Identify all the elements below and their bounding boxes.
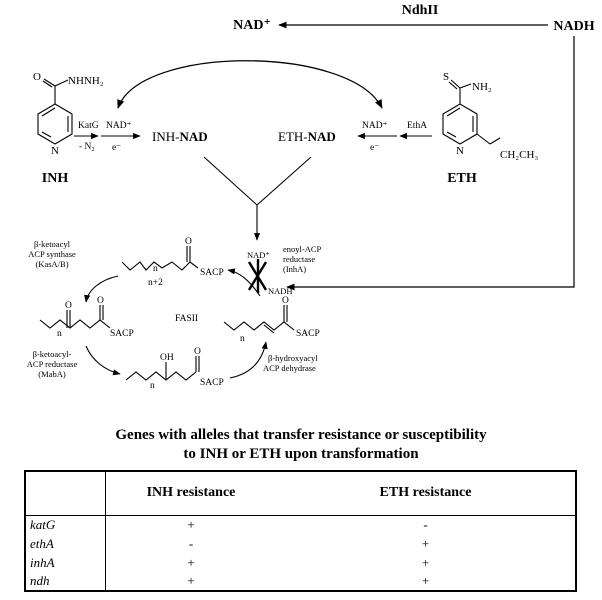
enoyl-n: n xyxy=(240,334,245,344)
nadh-top-label: NADH xyxy=(553,19,594,34)
inh-hydrazide: NHNH₂ xyxy=(68,75,104,87)
eth-cell: - xyxy=(423,516,428,532)
minus-n2-label: - N₂ xyxy=(79,142,95,152)
col-header-eth: ETH resistance xyxy=(276,471,576,516)
nad-plus-top-label: NAD⁺ xyxy=(233,18,271,33)
e-minus-right: e⁻ xyxy=(370,143,379,153)
ketoacyl-sacp: SACP xyxy=(110,329,134,339)
kasab-label-1: β-ketoacyl xyxy=(34,239,71,249)
nadh-inha: NADH xyxy=(268,286,293,296)
table-row: katG + - xyxy=(25,515,576,534)
enoyl-o: O xyxy=(282,296,289,306)
kasab-label-3: (KasA/B) xyxy=(35,259,68,269)
table-row: ndh + + xyxy=(25,572,576,591)
nad-small-right: NAD⁺ xyxy=(362,121,388,131)
eth-cell: + xyxy=(421,535,430,551)
hydroxyacyl-acp-structure xyxy=(125,356,200,381)
hydroxyacyl-o: O xyxy=(194,347,201,357)
nad-small-left: NAD⁺ xyxy=(106,121,132,131)
ketoacyl-o2: O xyxy=(97,296,104,306)
inh-name: INH xyxy=(42,171,69,186)
acyl-acp-sacp: SACP xyxy=(200,268,224,278)
ketoacyl-acp-structure xyxy=(39,305,111,329)
inh-cell: + xyxy=(187,516,195,532)
eth-name: ETH xyxy=(447,171,477,186)
convergence-lines xyxy=(203,156,312,241)
dehydrase-label-2: ACP dehydrase xyxy=(263,363,316,373)
inh-cell: + xyxy=(187,573,195,588)
gene-cell: ethA xyxy=(25,534,106,553)
maba-label-2: ACP reductase xyxy=(27,359,78,369)
inh-cell: - xyxy=(188,535,194,551)
resistance-table: INH resistance ETH resistance katG + - e… xyxy=(24,470,577,592)
katg-label: KatG xyxy=(78,121,99,131)
table-header-row: INH resistance ETH resistance xyxy=(25,471,576,516)
etha-label: EthA xyxy=(407,121,427,131)
eth-structure xyxy=(442,79,501,145)
acyl-acp-o: O xyxy=(185,237,192,247)
nad-to-adducts-curve xyxy=(117,60,383,109)
acyl-acp-n: n xyxy=(153,264,158,274)
eth-nh2: NH₂ xyxy=(472,81,492,93)
enoyl-sacp: SACP xyxy=(296,329,320,339)
ketoacyl-o1: O xyxy=(65,301,72,311)
inha-label-3: (InhA) xyxy=(283,264,306,274)
inh-nad-label: INH-NAD xyxy=(152,129,208,144)
fasii-center-label: FASII xyxy=(175,314,198,324)
hydroxyacyl-sacp: SACP xyxy=(200,378,224,388)
e-minus-left: e⁻ xyxy=(112,143,121,153)
table-heading-line-2: to INH or ETH upon transformation xyxy=(183,446,419,462)
acyl-acp-structure xyxy=(121,246,199,271)
inha-label-2: reductase xyxy=(283,254,315,264)
eth-pyridine-n: N xyxy=(456,145,464,157)
inh-cell: + xyxy=(187,554,195,570)
table-row: ethA - + xyxy=(25,534,576,553)
hydroxyacyl-n: n xyxy=(150,381,155,391)
maba-label-3: (MabA) xyxy=(38,369,66,379)
maba-label-1: β-ketoacyl- xyxy=(33,349,72,359)
inh-structure xyxy=(37,78,73,145)
dehydrase-arrow xyxy=(229,341,268,379)
col-header-inh: INH resistance xyxy=(105,471,276,516)
eth-ethyl: CH₂CH₃ xyxy=(500,149,538,161)
eth-cell: + xyxy=(421,573,430,588)
eth-nad-label: ETH-NAD xyxy=(278,129,336,144)
table-heading-line-1: Genes with alleles that transfer resista… xyxy=(115,427,487,443)
ketoacyl-n: n xyxy=(57,329,62,339)
eth-cell: + xyxy=(421,554,430,570)
maba-arrow xyxy=(85,345,121,376)
table-row: inhA + + xyxy=(25,553,576,572)
hydroxyacyl-oh: OH xyxy=(160,353,174,363)
eth-thioamide-s: S xyxy=(443,71,449,83)
kasab-arrow xyxy=(84,275,119,303)
enoyl-acp-structure xyxy=(223,305,295,334)
inha-label-1: enoyl-ACP xyxy=(283,244,322,254)
gene-cell: ndh xyxy=(25,572,106,591)
inh-carbonyl-o: O xyxy=(33,71,41,83)
kasab-label-2: ACP synthase xyxy=(28,249,76,259)
nadh-to-inha-arrow xyxy=(286,36,575,291)
gene-cell: katG xyxy=(25,515,106,534)
nad-plus-inha: NAD⁺ xyxy=(247,250,270,260)
ndhii-label: NdhII xyxy=(402,3,439,18)
dehydrase-label-1: β-hydroxyacyl xyxy=(268,353,318,363)
col-header-gene xyxy=(25,471,106,516)
acyl-acp-n2: n+2 xyxy=(148,278,163,288)
inhibition-mark-icon xyxy=(247,259,268,293)
gene-cell: inhA xyxy=(25,553,106,572)
inh-pyridine-n: N xyxy=(51,145,59,157)
